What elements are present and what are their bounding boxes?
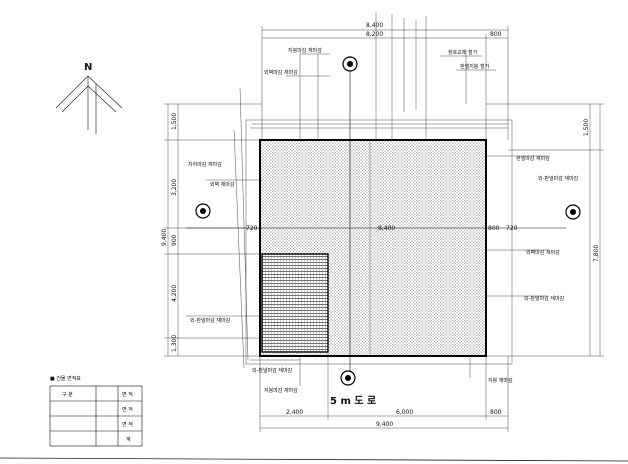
- top-leaders: [286, 12, 496, 140]
- dim-bottom-2: 6,000: [396, 409, 413, 416]
- label-11: 외-판넬마감 재마감: [538, 175, 579, 182]
- label-12: 외벽마감 재마감: [526, 249, 560, 256]
- north-arrow: N: [55, 62, 123, 134]
- dim-top-2: 8,200: [366, 31, 383, 38]
- property-outline: [245, 119, 513, 365]
- legend-row3-col2: 면 적: [122, 421, 133, 428]
- label-2: 외벽마감 재마감: [264, 69, 298, 76]
- section-marker-top: [342, 56, 358, 72]
- dim-left-5: 1,300: [171, 335, 178, 352]
- dim-top-3: 800: [490, 31, 502, 38]
- dim-left-4: 4,200: [171, 285, 178, 302]
- label-14: 지붕 재마감: [488, 377, 513, 384]
- section-marker-bottom: [340, 370, 356, 386]
- label-9: 지붕마감 재마감: [264, 387, 298, 394]
- dim-mid-3: 800: [488, 225, 500, 232]
- label-10: 판넬마감 재마감: [516, 155, 550, 162]
- section-marker-left: [195, 203, 211, 219]
- legend-row4-col2: 계: [126, 436, 131, 443]
- dim-bottom-3: 800: [490, 409, 502, 416]
- label-5: 지하마감 재마감: [188, 161, 222, 168]
- left-dimensions: 1,500 3,200 900 4,200 1,300 9,400: [161, 103, 262, 357]
- annex-area: [261, 253, 329, 353]
- dim-bottom-1: 2,400: [286, 409, 303, 416]
- annotations: 지붕마감 재마감 외벽마감 재마감 창호교체 철거 판넬지붕 철거 지하마감 재…: [186, 47, 579, 394]
- dim-left-total: 9,400: [161, 229, 168, 246]
- right-dimensions: 1,500 7,800: [486, 103, 604, 357]
- dim-left-1: 1,500: [171, 113, 178, 130]
- dim-top-1: 8,400: [366, 22, 383, 29]
- legend-row1-col1: 구 분: [62, 392, 73, 398]
- sheet-border: [0, 457, 628, 462]
- dim-left-3: 900: [171, 234, 178, 246]
- legend-row2-col2: 면 적: [122, 406, 133, 413]
- dim-left-2: 3,200: [171, 179, 178, 196]
- label-6: 외벽 재마감: [210, 181, 235, 188]
- top-dimensions: 8,400 8,200 800: [261, 22, 509, 140]
- dim-right-2: 7,800: [593, 245, 600, 262]
- label-13: 외-판넬마감 재마감: [524, 295, 565, 302]
- area-legend: ■ 건물 면적표 구 분 면 적 면 적 면 적 계: [49, 375, 143, 447]
- dim-bottom-total: 9,400: [376, 421, 393, 428]
- label-4: 판넬지붕 철거: [460, 63, 489, 70]
- bottom-dimensions: 2,400 6,000 800 9,400: [259, 352, 509, 432]
- legend-title: ■ 건물 면적표: [50, 375, 81, 382]
- label-8: 외-판넬마감 재마감: [252, 367, 293, 374]
- label-3: 창호교체 철거: [448, 49, 477, 56]
- dim-mid-1: 720: [246, 225, 258, 232]
- dim-right-1: 1,500: [583, 119, 590, 136]
- north-label: N: [84, 62, 92, 73]
- section-marker-right: [565, 204, 581, 220]
- road-label: 5 m 도 로: [330, 395, 376, 407]
- label-1: 지붕마감 재마감: [288, 47, 322, 54]
- dim-mid-2: 8,400: [378, 225, 395, 232]
- legend-row1-col2: 면 적: [122, 391, 133, 398]
- dim-mid-4: 720: [506, 225, 518, 232]
- label-7: 외-판넬마감 재마감: [190, 317, 231, 324]
